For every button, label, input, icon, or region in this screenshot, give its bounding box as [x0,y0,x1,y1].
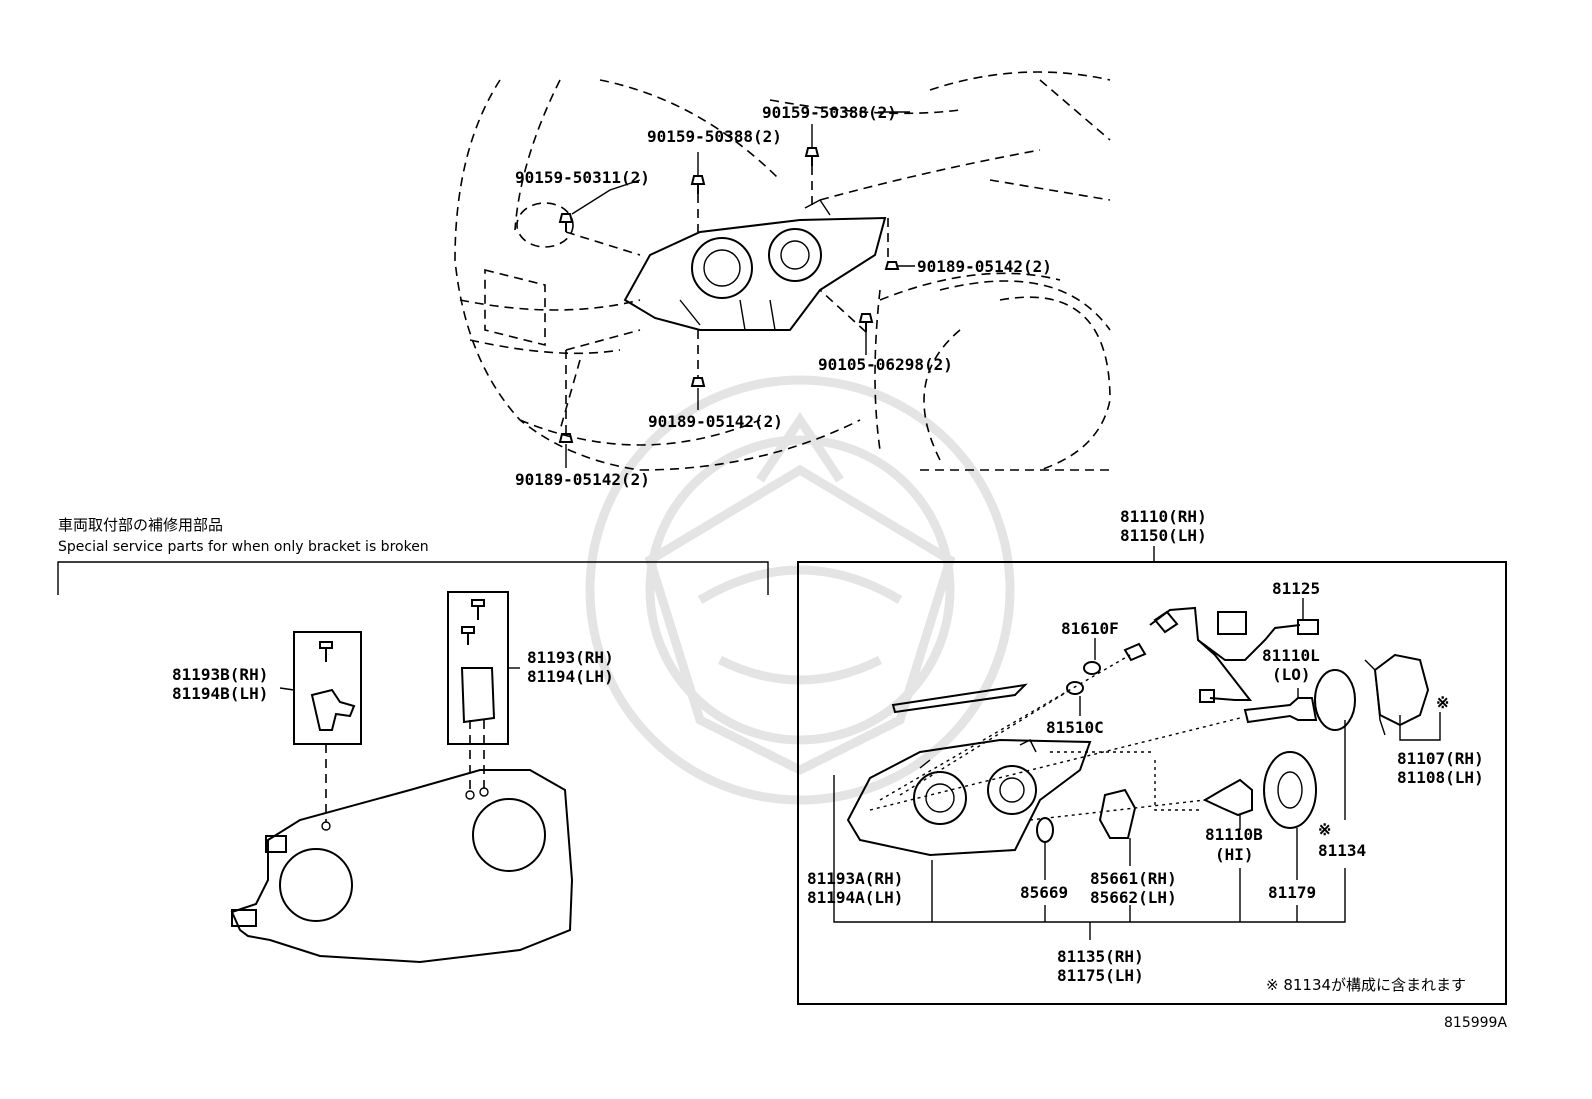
top-leader-lines [565,111,915,468]
label-bolt-b: 90159-50388(2) [647,127,782,146]
label-kit-b-lh: 81194B(LH) [172,684,268,703]
lo-bulb [1243,688,1318,724]
rear-cover [1314,653,1441,820]
hi-bulb-and-cap [1202,751,1317,880]
vehicle-front-outline [454,71,1111,471]
label-bolt-c: 90159-50311(2) [515,168,650,187]
label-bracket-a-lh: 81194A(LH) [807,888,903,907]
label-bulb-hi: 81110B [1205,825,1263,844]
label-gasket-asterisk: ※ [1318,820,1331,839]
label-bulb-lo: 81110L [1262,646,1320,665]
label-ballast-rh: 85661(RH) [1090,869,1177,888]
headlamp-top [623,199,887,331]
label-kit-b-rh: 81193B(RH) [172,665,268,684]
label-wire: 81125 [1272,579,1320,598]
label-bulb-lo-tag: (LO) [1272,665,1311,684]
footnote: ※ 81134が構成に含まれます [1266,976,1466,994]
label-ballast-lh: 85662(LH) [1090,888,1177,907]
label-clip-low: 90189-05142(2) [515,470,650,489]
label-clip-right: 90189-05142(2) [917,257,1052,276]
label-bolt-a: 90159-50388(2) [762,103,897,122]
bracket-kit [447,591,520,745]
headlamp-exploded [846,683,1092,857]
unit-bracket-line [833,775,1346,940]
label-cover-lh: 81108(LH) [1397,768,1484,787]
fastener-icons [558,147,900,443]
wire-harness [1123,598,1319,703]
section-title-en: Special service parts for when only brac… [58,539,429,555]
diagram-id: 815999A [1444,1015,1507,1031]
headlamp-housing-outline [230,720,574,964]
socket-and-small-bulb [1066,638,1101,716]
section-title-jp: 車両取付部の補修用部品 [58,516,223,534]
label-assy-lh: 81150(LH) [1120,526,1207,545]
label-bulb-hi-tag: (HI) [1215,845,1254,864]
assembly-frame [797,561,1507,1005]
label-cap: 81179 [1268,883,1316,902]
label-assy-rh: 81110(RH) [1120,507,1207,526]
ballast-and-oring [1036,788,1137,880]
label-cover-rh: 81107(RH) [1397,749,1484,768]
bracket-kit-b [279,631,362,745]
label-oring: 85669 [1020,883,1068,902]
exploded-dotted-guides [869,654,1241,821]
label-bracket-a-rh: 81193A(RH) [807,869,903,888]
label-gasket: 81134 [1318,841,1366,860]
label-clip-mid: 90189-05142(2) [648,412,783,431]
label-screw: 90105-06298(2) [818,355,953,374]
label-asterisk: ※ [1436,693,1449,712]
watermark-emblem [585,375,1015,805]
label-unit-rh: 81135(RH) [1057,947,1144,966]
label-kit-lh: 81194(LH) [527,667,614,686]
label-bulb-small: 81510C [1046,718,1104,737]
label-unit-lh: 81175(LH) [1057,966,1144,985]
section-bracket-line [57,561,769,595]
label-kit-rh: 81193(RH) [527,648,614,667]
label-socket: 81610F [1061,619,1119,638]
